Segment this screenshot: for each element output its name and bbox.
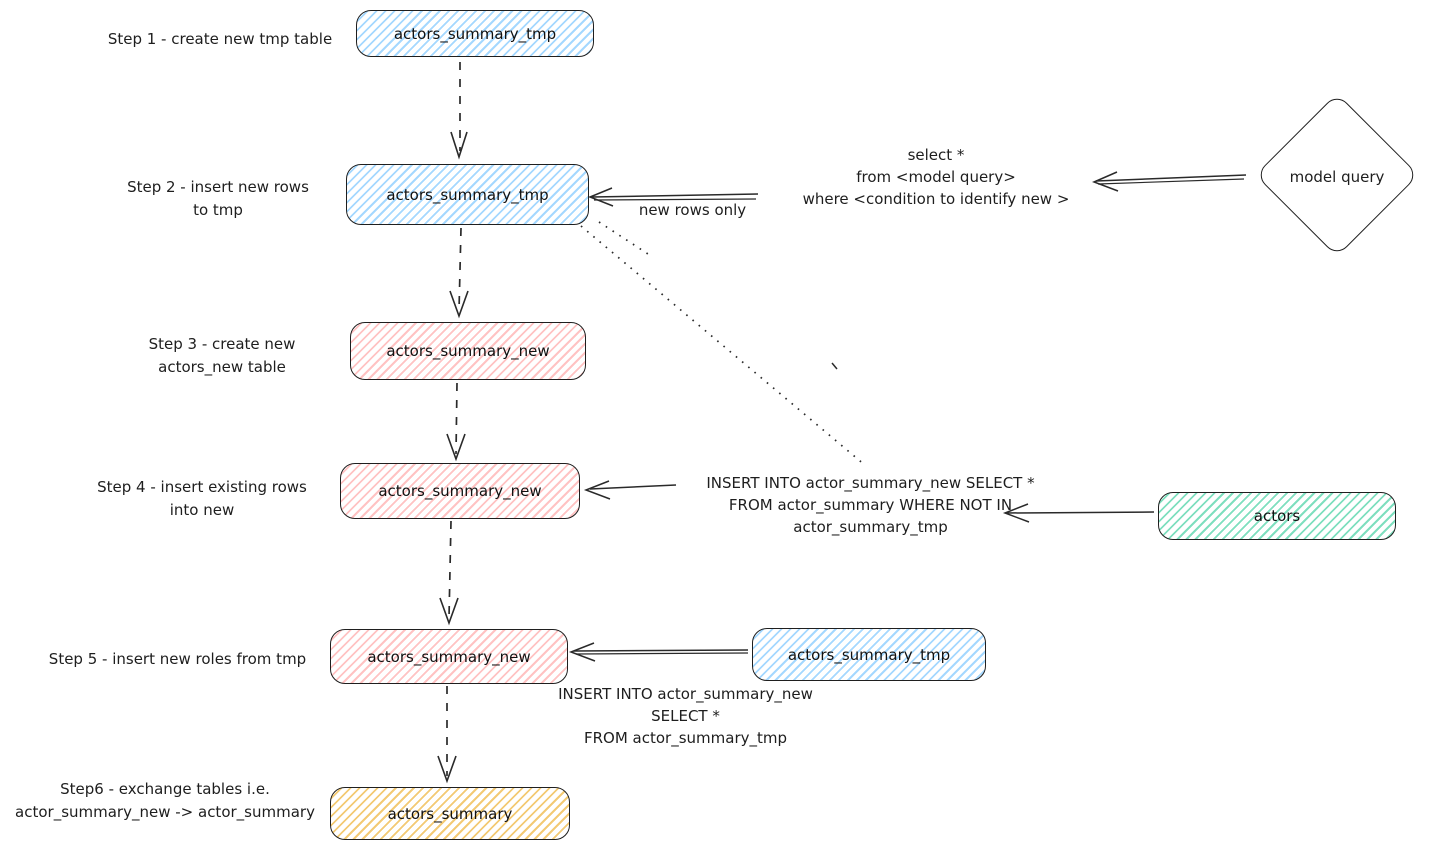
node-label: actors_summary_new [378, 482, 542, 500]
node-step5-source-actors-summary-tmp: actors_summary_tmp [752, 628, 986, 681]
model-query-label: model query [1289, 168, 1385, 186]
step4-query-text: INSERT INTO actor_summary_new SELECT * F… [706, 474, 1035, 536]
step2-query-text: select * from <model query> where <condi… [802, 146, 1070, 208]
dotted-link-step2-to-step4-query [580, 221, 867, 467]
connector-step2-step3 [449, 227, 469, 319]
arrow-model-query-to-query [1092, 171, 1247, 192]
connector-step5-step6 [437, 686, 457, 784]
node-step5-actors-summary-new: actors_summary_new [330, 629, 568, 684]
node-label: actors_summary_new [367, 647, 531, 666]
step6-label: Step6 - exchange tables i.e. actor_summa… [15, 780, 315, 821]
step2-label: Step 2 - insert new rows to tmp [127, 178, 309, 219]
node-label: actors_summary [387, 804, 513, 823]
step4-label: Step 4 - insert existing rows into new [97, 478, 307, 519]
node-step2-actors-summary-tmp: actors_summary_tmp [346, 164, 589, 225]
stray-tick-mark [831, 362, 838, 370]
node-step1-actors-summary-tmp: actors_summary_tmp [356, 10, 594, 57]
node-label: actors_summary_tmp [386, 185, 549, 204]
node-step6-actors-summary: actors_summary [330, 787, 570, 840]
connector-step1-step2 [450, 62, 468, 160]
node-label: actors_summary_tmp [393, 24, 557, 43]
node-actors: actors [1158, 492, 1396, 540]
node-step4-actors-summary-new: actors_summary_new [340, 463, 580, 519]
step3-label: Step 3 - create new actors_new table [148, 335, 296, 376]
node-label: actors_summary_tmp [787, 645, 951, 664]
step5-label: Step 5 - insert new roles from tmp [48, 650, 307, 668]
step2-arrow-label: new rows only [638, 201, 747, 219]
connector-step3-step4 [446, 382, 466, 462]
node-step3-actors-summary-new: actors_summary_new [350, 322, 586, 380]
node-label: actors_summary_new [386, 342, 550, 360]
node-label: actors [1253, 507, 1301, 525]
connector-step4-step5 [439, 520, 459, 626]
arrow-tmp-to-step5-node [568, 642, 749, 662]
arrow-query-to-step4-node [583, 480, 677, 500]
step1-label: Step 1 - create new tmp table [107, 30, 333, 48]
step5-query-text: INSERT INTO actor_summary_new SELECT * F… [558, 685, 813, 747]
